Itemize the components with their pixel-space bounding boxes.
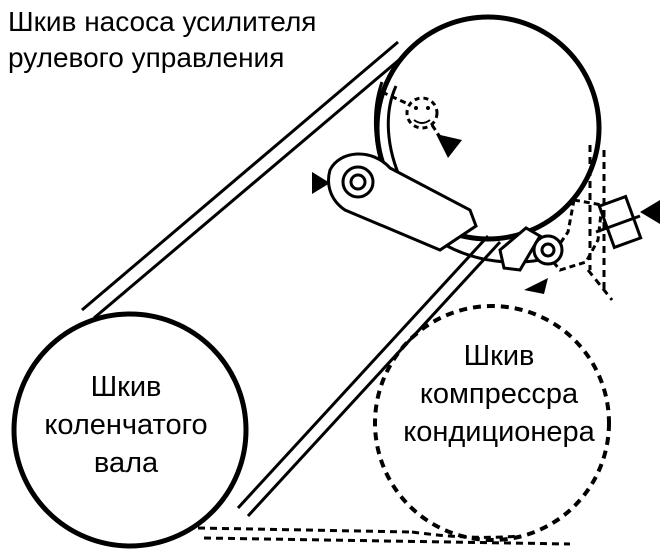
ac-idler-arrow bbox=[524, 278, 548, 294]
ac-compressor-pulley-label-line1: Шкив bbox=[463, 340, 535, 372]
power-steering-pulley-label-line2: рулевого управления bbox=[8, 42, 285, 73]
belt-lower-run bbox=[236, 234, 502, 518]
lock-bolt bbox=[405, 96, 439, 130]
crankshaft-pulley-label-line3: вала bbox=[93, 447, 159, 479]
ac-compressor-pulley-label-line2: компрессра bbox=[419, 378, 579, 410]
crankshaft-pulley-circle bbox=[11, 311, 249, 549]
lock-bolt-mark bbox=[413, 119, 431, 124]
ac-compressor-pulley-circle bbox=[373, 304, 611, 542]
crankshaft-pulley-label-line2: коленчатого bbox=[44, 409, 208, 441]
ac-tensioner bbox=[498, 194, 643, 272]
belt-upper-run bbox=[81, 40, 407, 320]
idler-bolt-outer bbox=[341, 165, 375, 199]
power-steering-pulley-label-line1: Шкив насоса усилителя bbox=[8, 6, 317, 37]
lock-bolt-arrow bbox=[436, 134, 462, 158]
idler-bolt-arrow bbox=[312, 172, 330, 194]
ac-belt-route bbox=[197, 145, 614, 546]
lock-bolt-center-2 bbox=[426, 106, 430, 110]
ac-idler-inner bbox=[540, 242, 556, 258]
crankshaft-pulley-label-line1: Шкив bbox=[90, 371, 162, 403]
lock-bolt-center bbox=[414, 106, 418, 110]
ac-adjuster-arrow bbox=[640, 200, 660, 224]
ac-compressor-pulley-label-line3: кондиционера bbox=[403, 416, 595, 448]
idler-bolt-inner bbox=[349, 173, 367, 191]
ac-idler-outer bbox=[532, 234, 564, 266]
